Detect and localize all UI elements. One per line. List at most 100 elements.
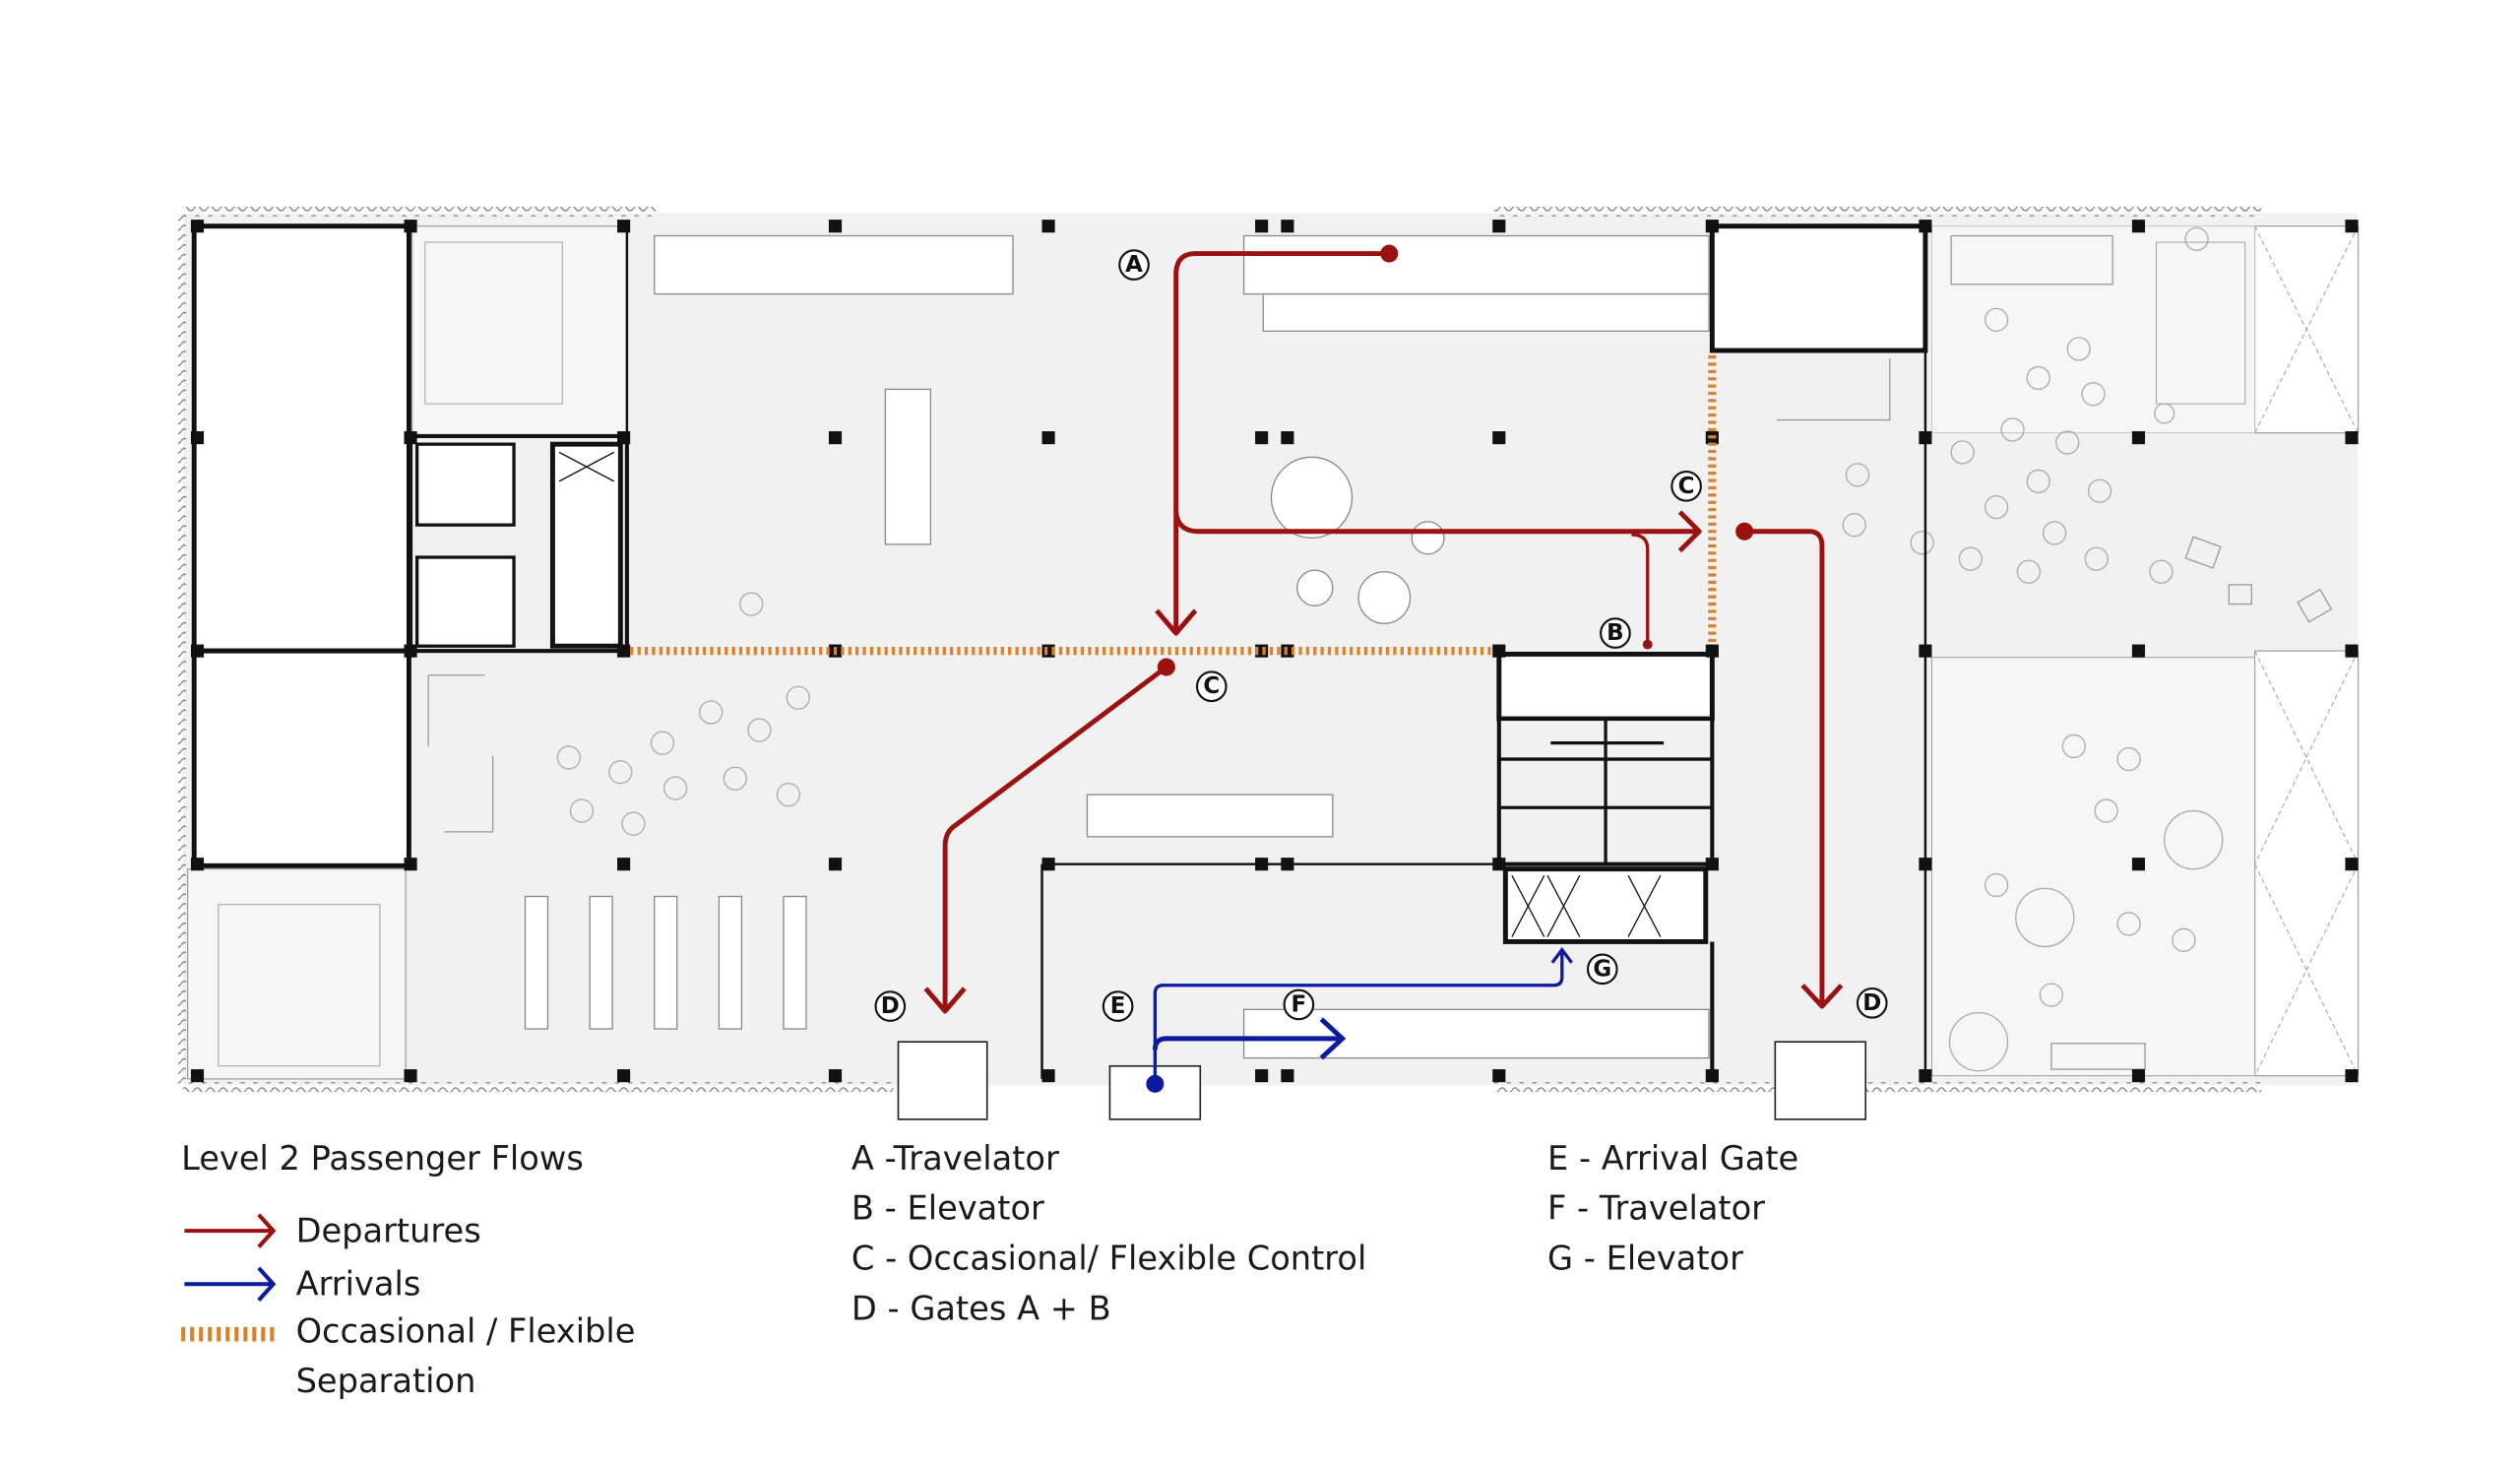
column — [828, 1069, 843, 1083]
marker-d-left: D — [874, 990, 907, 1022]
column — [1492, 220, 1506, 233]
column — [828, 431, 843, 445]
column — [1919, 858, 1932, 871]
structural-columns — [190, 220, 2359, 1083]
key-item: A -Travelator — [851, 1139, 1059, 1178]
column — [1492, 858, 1506, 871]
column — [190, 858, 205, 871]
departures-arrow-icon — [184, 1213, 277, 1248]
column — [617, 431, 631, 445]
diagram-title: Level 2 Passenger Flows — [181, 1139, 584, 1178]
marker-e-label: E — [1110, 993, 1126, 1019]
column — [1255, 858, 1269, 871]
column — [1492, 431, 1506, 445]
marker-d-label: D — [881, 993, 900, 1019]
marker-f-label: F — [1292, 991, 1307, 1017]
travelator-a — [1242, 234, 1710, 295]
marker-a: A — [1118, 249, 1150, 281]
marker-f: F — [1283, 988, 1315, 1021]
column — [190, 431, 205, 445]
key-item: F - Travelator — [1547, 1189, 1765, 1228]
key-item: D - Gates A + B — [851, 1289, 1111, 1327]
legend-departures: Departures — [184, 1212, 481, 1250]
marker-g: G — [1586, 953, 1618, 986]
column — [1492, 644, 1506, 658]
column — [404, 1069, 417, 1083]
arrivals-arrow-icon — [184, 1266, 277, 1303]
column — [1705, 1069, 1719, 1083]
column — [1255, 1069, 1269, 1083]
central-core — [1040, 223, 1928, 1079]
marker-g-label: G — [1593, 956, 1611, 982]
column — [1705, 220, 1719, 233]
marker-c-center: C — [1195, 670, 1228, 703]
column — [828, 220, 843, 233]
column — [2131, 644, 2146, 658]
key-item: G - Elevator — [1547, 1239, 1743, 1277]
marker-c-label: C — [1203, 673, 1220, 699]
column — [617, 220, 631, 233]
column — [404, 858, 417, 871]
column — [190, 1069, 205, 1083]
column — [1705, 644, 1719, 658]
arrivals-flow — [1152, 946, 1573, 1084]
column — [2131, 431, 2146, 445]
marker-b: B — [1600, 617, 1631, 649]
departures-dots — [1157, 244, 1754, 676]
column — [2345, 644, 2359, 658]
legend-separation: Occasional / Flexible Separation — [181, 1311, 635, 1400]
column — [1281, 431, 1294, 445]
column — [1255, 220, 1269, 233]
column — [404, 644, 417, 658]
gate-d-left — [897, 1041, 988, 1120]
key-column-2: E - Arrival Gate F - Travelator G - Elev… — [1547, 1139, 1798, 1278]
gates — [897, 1041, 1867, 1120]
column — [1041, 1069, 1055, 1083]
marker-b-label: B — [1606, 620, 1624, 646]
gate-d-right — [1774, 1041, 1867, 1120]
column — [404, 431, 417, 445]
legend-label: Departures — [296, 1212, 481, 1250]
key-item: E - Arrival Gate — [1547, 1139, 1798, 1178]
column — [2131, 220, 2146, 233]
marker-e: E — [1102, 990, 1134, 1022]
markers: A B C C D D E F G — [874, 249, 1888, 1022]
marker-a-label: A — [1125, 252, 1143, 278]
legend: Level 2 Passenger Flows Departures Arriv… — [181, 1139, 635, 1400]
column — [1255, 431, 1269, 445]
column — [1041, 431, 1055, 445]
column — [1919, 1069, 1932, 1083]
key-item: B - Elevator — [851, 1189, 1044, 1228]
marker-d-label: D — [1862, 990, 1881, 1016]
column — [1281, 220, 1294, 233]
column — [617, 858, 631, 871]
column — [2131, 858, 2146, 871]
column — [2345, 1069, 2359, 1083]
column — [1919, 431, 1932, 445]
column — [190, 220, 205, 233]
column — [1281, 1069, 1294, 1083]
travelator-a-upper-left — [654, 234, 1014, 295]
marker-d-right: D — [1856, 987, 1888, 1019]
column — [1492, 1069, 1506, 1083]
column — [1041, 858, 1055, 871]
legend-arrivals: Arrivals — [184, 1265, 420, 1304]
travelator-f — [1242, 1008, 1710, 1059]
column — [1041, 220, 1055, 233]
column — [617, 644, 631, 658]
column — [2345, 431, 2359, 445]
marker-c-label: C — [1678, 474, 1695, 499]
column — [190, 644, 205, 658]
column — [617, 1069, 631, 1083]
key-item: C - Occasional/ Flexible Control — [851, 1239, 1366, 1277]
column — [2131, 1069, 2146, 1083]
column — [1281, 858, 1294, 871]
column — [1705, 858, 1719, 871]
flexible-separation-lines — [630, 354, 1717, 656]
column — [828, 858, 843, 871]
column — [1919, 644, 1932, 658]
column — [404, 220, 417, 233]
column — [2345, 858, 2359, 871]
departures-flow — [923, 251, 1844, 1014]
